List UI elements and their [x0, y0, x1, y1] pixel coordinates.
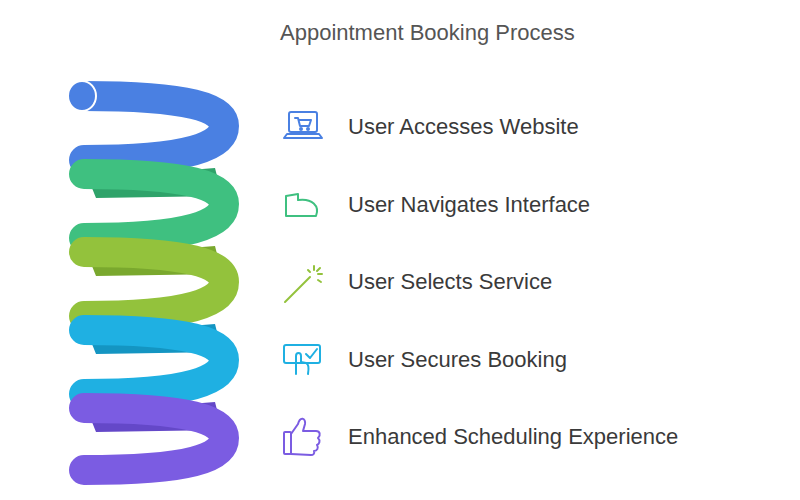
step-label: User Navigates Interface	[348, 192, 590, 218]
step-label: User Secures Booking	[348, 347, 567, 373]
step-label: User Selects Service	[348, 269, 552, 295]
coil-front-bands	[84, 96, 224, 470]
step-label: User Accesses Website	[348, 114, 579, 140]
diagram-title: Appointment Booking Process	[280, 20, 575, 46]
coil-end	[68, 81, 96, 111]
step-label: Enhanced Scheduling Experience	[348, 424, 678, 450]
magic-wand-icon	[285, 266, 322, 302]
touch-screen-icon	[284, 345, 320, 374]
laptop-icon	[284, 112, 322, 138]
thumbs-up-icon	[284, 419, 320, 455]
return-arrow-icon	[286, 194, 317, 216]
